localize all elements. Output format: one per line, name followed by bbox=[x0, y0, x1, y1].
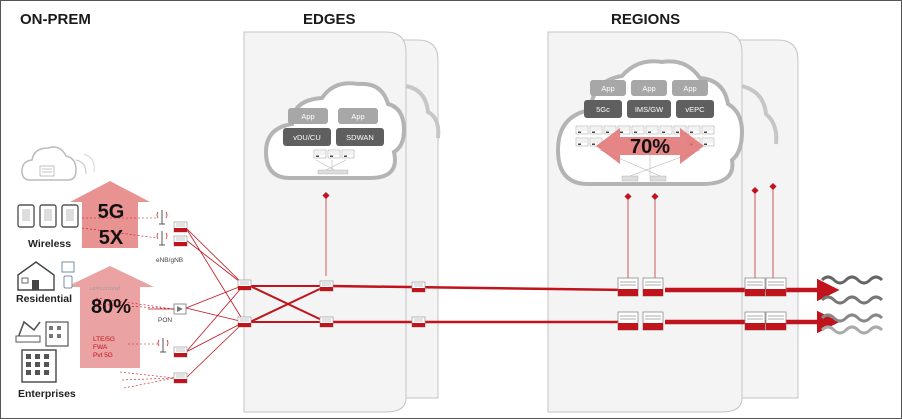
category-wireless: Wireless bbox=[28, 238, 71, 250]
enterprise-label-3: Pvt 5G bbox=[93, 352, 113, 359]
wireless-growth-label-1: 5G bbox=[98, 201, 125, 223]
access-fan-lines bbox=[185, 227, 245, 379]
enterprise-label-1: LTE/5G bbox=[93, 336, 115, 343]
region-app-label-1: App bbox=[601, 84, 614, 93]
edge-cloud-back-outline bbox=[405, 84, 441, 139]
edge-app-box-2 bbox=[338, 108, 378, 124]
category-residential: Residential bbox=[16, 293, 72, 305]
edge-func-label-1: vDU/CU bbox=[293, 133, 321, 142]
enterprise-icons bbox=[15, 320, 69, 383]
pon-node bbox=[148, 303, 187, 315]
header-onprem: ON-PREM bbox=[20, 11, 91, 28]
pon-label: PON bbox=[158, 317, 172, 324]
header-regions: REGIONS bbox=[611, 11, 680, 28]
wireless-growth-arrow bbox=[70, 181, 150, 248]
region-growth-arrow bbox=[596, 128, 704, 164]
residential-small-label: LE/PC/STD/Wf bbox=[90, 286, 121, 291]
region-func-label-2: IMS/GW bbox=[635, 105, 664, 114]
edge-func-box-1 bbox=[283, 128, 331, 146]
wireless-growth-label-2: 5X bbox=[99, 227, 124, 249]
region-func-label-1: 5Gc bbox=[596, 105, 610, 114]
region-cloud-back-outline bbox=[741, 84, 779, 145]
residential-house-icon bbox=[17, 261, 75, 291]
region-growth-label: 70% bbox=[630, 136, 670, 158]
region-app-label-2: App bbox=[642, 84, 655, 93]
region-app-row: App App App bbox=[590, 80, 708, 96]
edge-cloud-outline bbox=[263, 81, 407, 180]
residential-growth-arrow bbox=[66, 266, 154, 368]
enb-towers bbox=[156, 209, 188, 247]
enb-label: eNB/gNB bbox=[156, 257, 183, 264]
device-access-links bbox=[81, 217, 175, 389]
region-function-row: 5Gc IMS/GW vEPC bbox=[584, 100, 714, 118]
edge-app-box-1 bbox=[288, 108, 328, 124]
header-edges: EDGES bbox=[303, 11, 356, 28]
category-enterprises: Enterprises bbox=[18, 388, 76, 400]
residential-growth-label: 80% bbox=[91, 296, 131, 318]
edge-cloud-link bbox=[322, 191, 330, 276]
region-func-box-2 bbox=[627, 100, 671, 118]
edge-func-label-2: SDWAN bbox=[346, 133, 374, 142]
region-app-box-1 bbox=[590, 80, 626, 96]
edge-function-row: vDU/CU SDWAN bbox=[283, 128, 384, 146]
region-cloud-links bbox=[624, 182, 777, 278]
wireless-device-icons bbox=[17, 204, 79, 228]
region-app-label-3: App bbox=[683, 84, 696, 93]
edge-app-row: App App bbox=[288, 108, 378, 124]
edge-func-box-2 bbox=[336, 128, 384, 146]
enterprise-access-node bbox=[157, 337, 188, 384]
region-app-box-3 bbox=[672, 80, 708, 96]
edge-app-label-2: App bbox=[351, 112, 364, 121]
edge-app-label-1: App bbox=[301, 112, 314, 121]
enterprise-label-2: FWA bbox=[93, 344, 108, 351]
region-app-box-2 bbox=[631, 80, 667, 96]
region-func-box-1 bbox=[584, 100, 622, 118]
region-func-label-3: vEPC bbox=[685, 105, 705, 114]
onprem-cloud-icon bbox=[21, 146, 95, 181]
region-func-box-3 bbox=[676, 100, 714, 118]
edge-compute-fabric bbox=[313, 149, 355, 175]
destination-wave-cloud bbox=[820, 275, 884, 335]
